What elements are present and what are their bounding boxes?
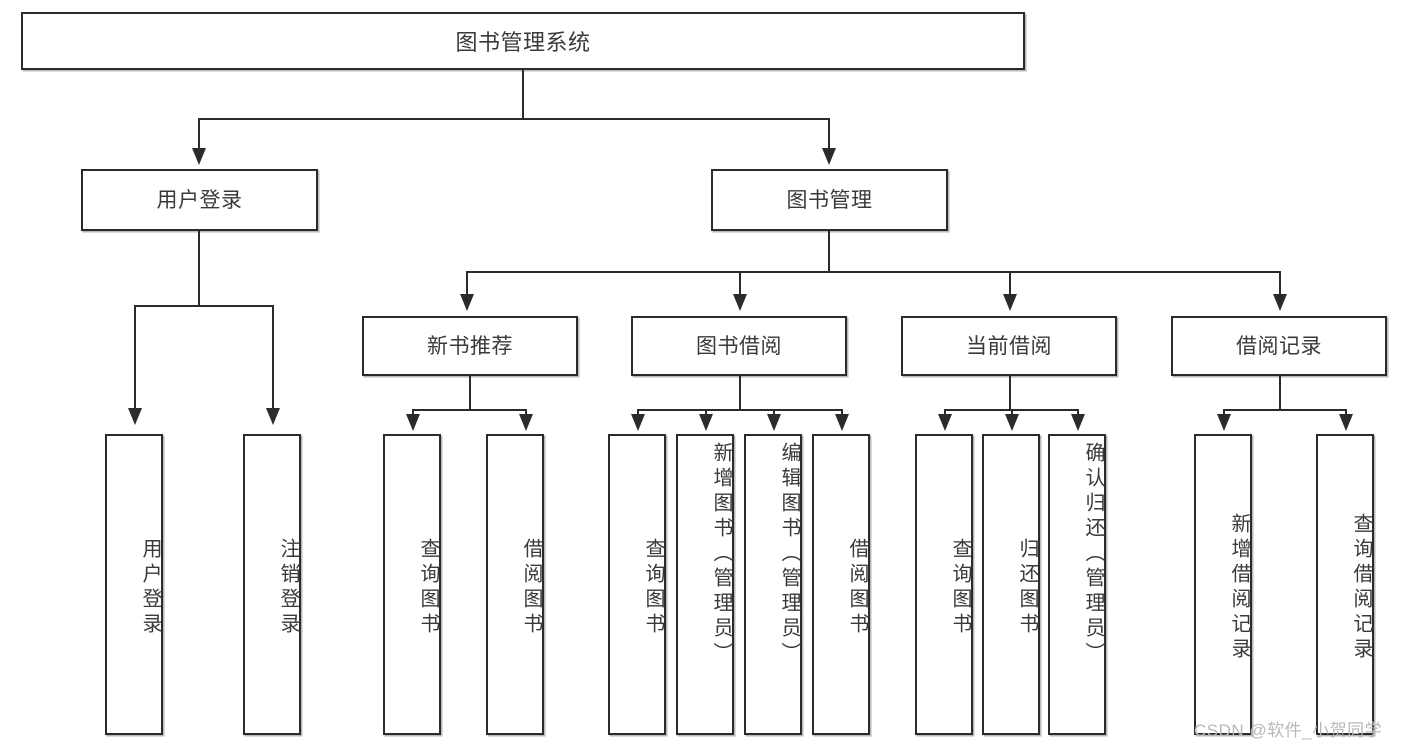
leaf-label: 查询图书 — [417, 537, 439, 638]
arrowhead-books-to-current — [1003, 294, 1017, 311]
node-book-borrowing[interactable]: 图书借阅 — [631, 316, 847, 376]
leaf-label: 新增借阅记录 — [1228, 512, 1250, 663]
connector-root-bus — [198, 118, 830, 120]
leaf-query-borrow-record[interactable]: 查询借阅记录 — [1316, 434, 1374, 735]
connector-login-bus — [134, 305, 274, 307]
connector-root-to-books — [828, 118, 830, 150]
arrowhead-borrow-to-leaf3 — [767, 414, 781, 431]
connector-books-to-records — [1279, 271, 1281, 296]
leaf-label: 查询图书 — [949, 537, 971, 638]
connector-login-to-leaf2 — [272, 305, 274, 410]
connector-newbook-bus — [412, 409, 527, 411]
node-book-management[interactable]: 图书管理 — [711, 169, 948, 231]
arrowhead-login-to-leaf1 — [128, 408, 142, 425]
node-label: 图书管理 — [786, 188, 873, 212]
node-label: 图书借阅 — [696, 334, 782, 358]
leaf-query-book-newbook[interactable]: 查询图书 — [383, 434, 441, 735]
leaf-return-book[interactable]: 归还图书 — [982, 434, 1040, 735]
node-user-login[interactable]: 用户登录 — [81, 169, 318, 231]
leaf-label: 借阅图书 — [846, 537, 868, 638]
arrowhead-records-to-leaf2 — [1339, 414, 1353, 431]
arrowhead-books-to-records — [1273, 294, 1287, 311]
leaf-label: 新增图书（管理员） — [710, 442, 732, 667]
connector-books-to-borrow — [739, 271, 741, 296]
connector-root-to-login — [198, 118, 200, 150]
leaf-label: 借阅图书 — [520, 537, 542, 638]
connector-books-bus — [466, 271, 1280, 273]
leaf-user-login[interactable]: 用户登录 — [105, 434, 163, 735]
arrowhead-login-to-leaf2 — [266, 408, 280, 425]
arrowhead-current-to-leaf2 — [1005, 414, 1019, 431]
leaf-label: 注销登录 — [277, 537, 299, 638]
arrowhead-newbook-to-leaf1 — [406, 414, 420, 431]
arrowhead-books-to-newbook — [460, 294, 474, 311]
leaf-user-logout[interactable]: 注销登录 — [243, 434, 301, 735]
node-label: 新书推荐 — [427, 334, 513, 358]
leaf-edit-book-admin[interactable]: 编辑图书（管理员） — [744, 434, 802, 735]
leaf-label: 查询借阅记录 — [1350, 512, 1372, 663]
connector-records-to-leaf1 — [1223, 409, 1225, 418]
connector-books-stem — [828, 231, 830, 272]
leaf-label: 确认归还（管理员） — [1082, 442, 1104, 667]
connector-current-to-leaf1 — [944, 409, 946, 418]
connector-login-to-leaf1 — [134, 305, 136, 410]
connector-borrow-stem — [739, 376, 741, 410]
leaf-confirm-return-admin[interactable]: 确认归还（管理员） — [1048, 434, 1106, 735]
leaf-label: 归还图书 — [1016, 537, 1038, 638]
leaf-label: 编辑图书（管理员） — [778, 442, 800, 667]
node-label: 用户登录 — [156, 188, 243, 212]
connector-newbook-to-leaf2 — [525, 409, 527, 418]
leaf-add-book-admin[interactable]: 新增图书（管理员） — [676, 434, 734, 735]
leaf-query-book-borrow[interactable]: 查询图书 — [608, 434, 666, 735]
node-label: 图书管理系统 — [455, 30, 591, 55]
connector-current-stem — [1009, 376, 1011, 410]
connector-borrow-to-leaf2 — [705, 409, 707, 418]
leaf-label: 查询图书 — [642, 537, 664, 638]
connector-books-to-newbook — [466, 271, 468, 296]
connector-login-stem — [198, 231, 200, 306]
connector-current-to-leaf3 — [1077, 409, 1079, 418]
connector-records-bus — [1223, 409, 1345, 411]
csdn-watermark: CSDN @软件_小贺同学 — [1194, 721, 1383, 740]
leaf-label: 用户登录 — [139, 537, 161, 638]
connector-root-stem — [522, 70, 524, 119]
connector-borrow-to-leaf4 — [841, 409, 843, 418]
node-new-book-recommendation[interactable]: 新书推荐 — [362, 316, 578, 376]
connector-borrow-bus — [637, 409, 842, 411]
leaf-add-borrow-record[interactable]: 新增借阅记录 — [1194, 434, 1252, 735]
arrowhead-records-to-leaf1 — [1217, 414, 1231, 431]
connector-newbook-stem — [469, 376, 471, 410]
arrowhead-books-to-borrow — [733, 294, 747, 311]
node-root-book-management-system[interactable]: 图书管理系统 — [21, 12, 1025, 70]
node-current-borrowing[interactable]: 当前借阅 — [901, 316, 1117, 376]
connector-current-to-leaf2 — [1011, 409, 1013, 418]
leaf-borrow-book-newbook[interactable]: 借阅图书 — [486, 434, 544, 735]
node-label: 当前借阅 — [966, 334, 1052, 358]
arrowhead-root-to-login — [192, 148, 206, 165]
arrowhead-current-to-leaf1 — [938, 414, 952, 431]
connector-books-to-current — [1009, 271, 1011, 296]
arrowhead-borrow-to-leaf1 — [631, 414, 645, 431]
connector-records-to-leaf2 — [1345, 409, 1347, 418]
connector-borrow-to-leaf3 — [773, 409, 775, 418]
connector-records-stem — [1279, 376, 1281, 410]
node-label: 借阅记录 — [1236, 334, 1322, 358]
arrowhead-current-to-leaf3 — [1071, 414, 1085, 431]
leaf-query-book-current[interactable]: 查询图书 — [915, 434, 973, 735]
node-borrowing-records[interactable]: 借阅记录 — [1171, 316, 1387, 376]
arrowhead-newbook-to-leaf2 — [519, 414, 533, 431]
arrowhead-root-to-books — [822, 148, 836, 165]
arrowhead-borrow-to-leaf2 — [699, 414, 713, 431]
arrowhead-borrow-to-leaf4 — [835, 414, 849, 431]
leaf-borrow-book-borrow[interactable]: 借阅图书 — [812, 434, 870, 735]
connector-newbook-to-leaf1 — [412, 409, 414, 418]
connector-borrow-to-leaf1 — [637, 409, 639, 418]
